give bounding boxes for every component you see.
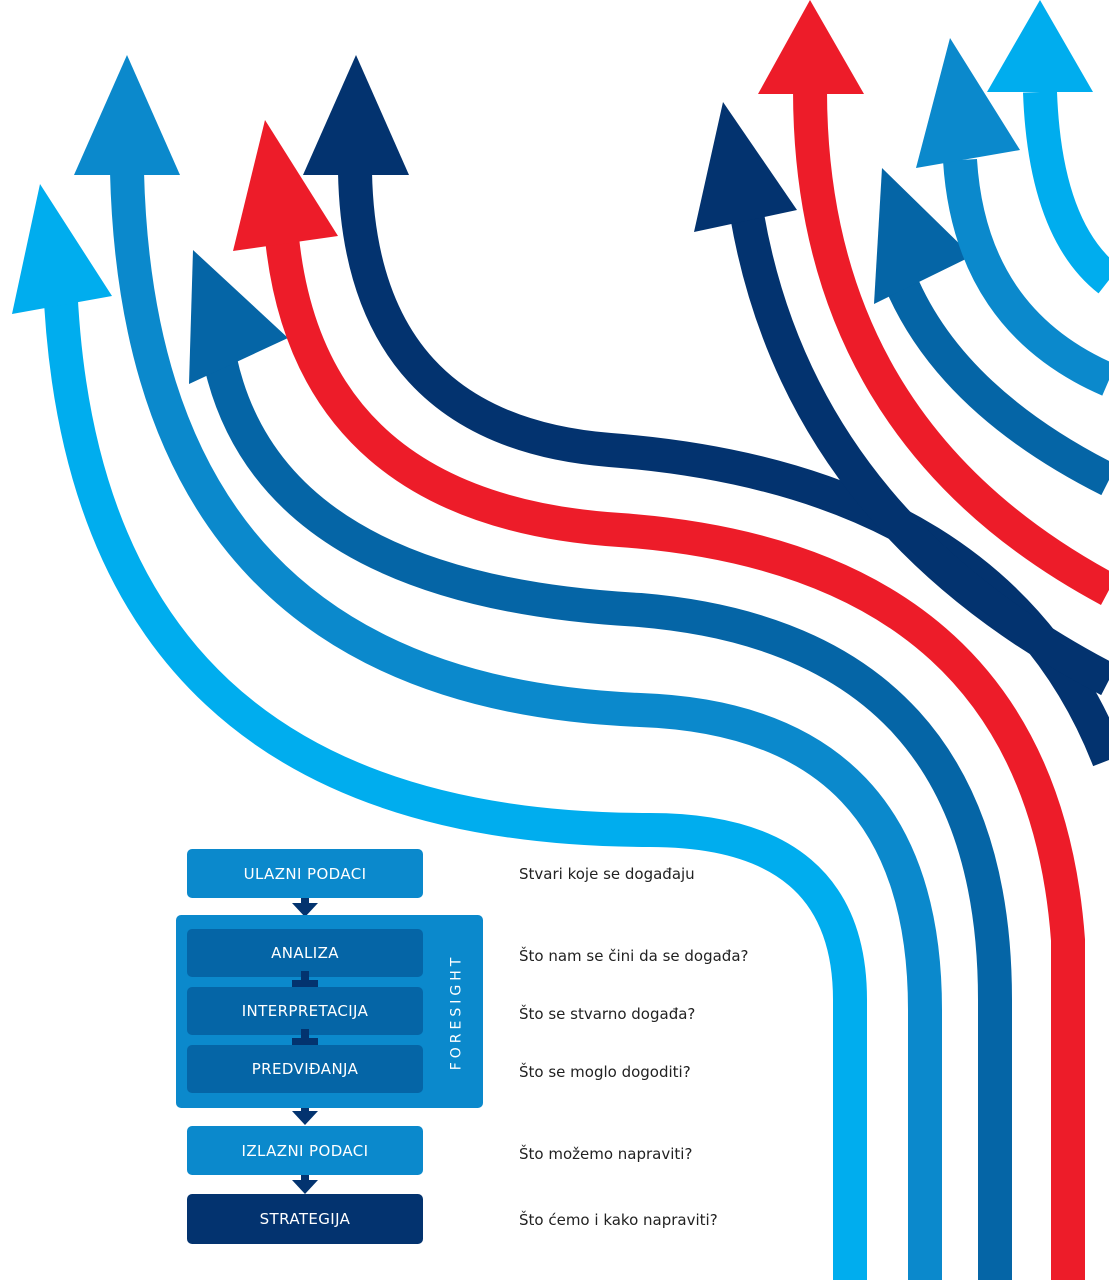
strategy-box: STRATEGIJA bbox=[187, 1194, 423, 1244]
output-data-box: IZLAZNI PODACI bbox=[187, 1126, 423, 1175]
foresight-vertical-label: FORESIGHT bbox=[440, 915, 472, 1108]
arrowhead-medium-blue-right bbox=[916, 38, 1020, 168]
down-arrow-icon bbox=[292, 903, 318, 917]
arrowhead-light-blue-right bbox=[987, 0, 1093, 92]
arrowhead-medium-blue-left bbox=[74, 55, 180, 175]
strategy-label: STRATEGIJA bbox=[259, 1210, 351, 1228]
arrow-stream-steel-blue-right bbox=[884, 273, 1109, 496]
input-data-box: ULAZNI PODACI bbox=[187, 849, 423, 898]
question-strategy: Što ćemo i kako napraviti? bbox=[519, 1211, 718, 1229]
connector-stem bbox=[301, 1108, 309, 1113]
output-data-label: IZLAZNI PODACI bbox=[241, 1141, 369, 1160]
question-input: Stvari koje se događaju bbox=[519, 865, 695, 883]
down-arrow-icon bbox=[292, 1180, 318, 1194]
arrowhead-red-left bbox=[233, 120, 338, 251]
arrowhead-light-blue-left bbox=[12, 184, 112, 314]
question-output: Što možemo napraviti? bbox=[519, 1145, 693, 1163]
arrow-stream-navy-right bbox=[730, 212, 1109, 696]
question-interpretation: Što se stvarno događa? bbox=[519, 1005, 696, 1023]
input-data-label: ULAZNI PODACI bbox=[243, 864, 367, 883]
arrowhead-navy-right bbox=[694, 102, 797, 232]
arrowhead-navy-left bbox=[303, 55, 409, 175]
question-analysis: Što nam se čini da se događa? bbox=[519, 947, 749, 965]
arrow-stream-medium-blue-left bbox=[110, 171, 942, 1280]
arrowhead-red-top bbox=[758, 0, 864, 94]
arrow-stream-light-blue-right bbox=[1023, 91, 1109, 294]
down-arrow-icon bbox=[292, 1111, 318, 1125]
prediction-label: PREDVIĐANJA bbox=[251, 1060, 359, 1078]
arrow-stream-steel-blue-left bbox=[203, 356, 1012, 1280]
connector-stem bbox=[301, 898, 309, 904]
plus-icon bbox=[292, 1029, 318, 1055]
analysis-box: ANALIZA bbox=[187, 929, 423, 977]
prediction-box: PREDVIĐANJA bbox=[187, 1045, 423, 1093]
arrowhead-steel-blue-left bbox=[189, 250, 288, 384]
connector-stem bbox=[301, 1175, 309, 1181]
arrow-stream-red-right bbox=[793, 89, 1109, 605]
arrowhead-steel-blue-right bbox=[874, 168, 972, 304]
interpretation-box: INTERPRETACIJA bbox=[187, 987, 423, 1035]
analysis-label: ANALIZA bbox=[271, 944, 339, 962]
arrow-stream-red-left bbox=[265, 236, 1085, 1280]
foresight-text: FORESIGHT bbox=[448, 953, 464, 1070]
arrow-stream-light-blue-left bbox=[43, 279, 867, 1280]
question-prediction: Što se moglo dogoditi? bbox=[519, 1063, 691, 1081]
arrow-stream-medium-blue-right bbox=[943, 158, 1109, 396]
plus-icon bbox=[292, 971, 318, 997]
interpretation-label: INTERPRETACIJA bbox=[241, 1002, 369, 1020]
